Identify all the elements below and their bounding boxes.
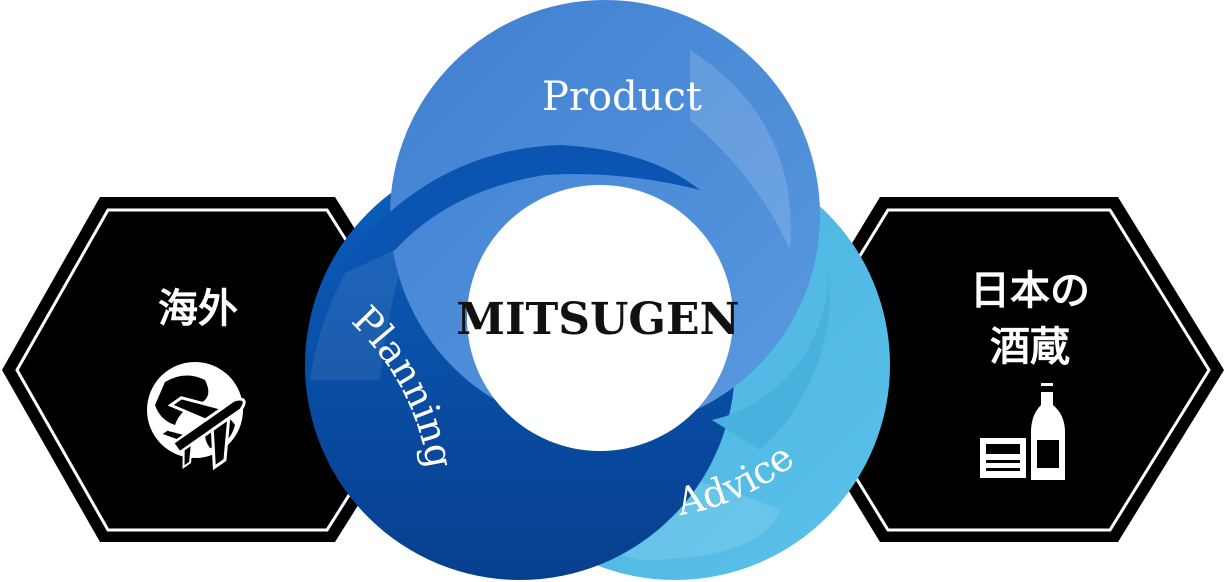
right-hex-label-line1: 日本の [970, 267, 1090, 314]
left-hex-label: 海外 [158, 285, 238, 332]
center-hole [467, 185, 733, 451]
right-hex-label-line2: 酒蔵 [990, 323, 1070, 370]
sake-bottle-and-masu-icon [980, 383, 1065, 480]
globe-airplane-icon [147, 362, 246, 471]
ring-advice-overlap [712, 270, 831, 450]
ring-planning-overlap [330, 145, 700, 280]
center-label: MITSUGEN [456, 294, 740, 345]
ring-label-product: Product [542, 74, 702, 120]
